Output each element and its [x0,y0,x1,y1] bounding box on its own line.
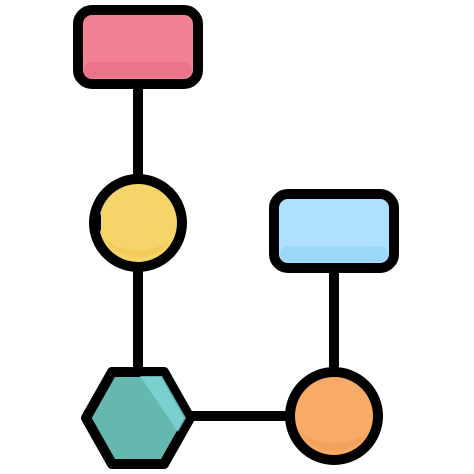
bottom-right-node-circle [285,367,383,465]
right-node-rectangle [269,189,399,273]
middle-node-circle [89,174,187,272]
top-node-rectangle [73,5,203,89]
connector-lines [133,78,339,421]
bottom-left-node-hexagon [81,367,195,469]
